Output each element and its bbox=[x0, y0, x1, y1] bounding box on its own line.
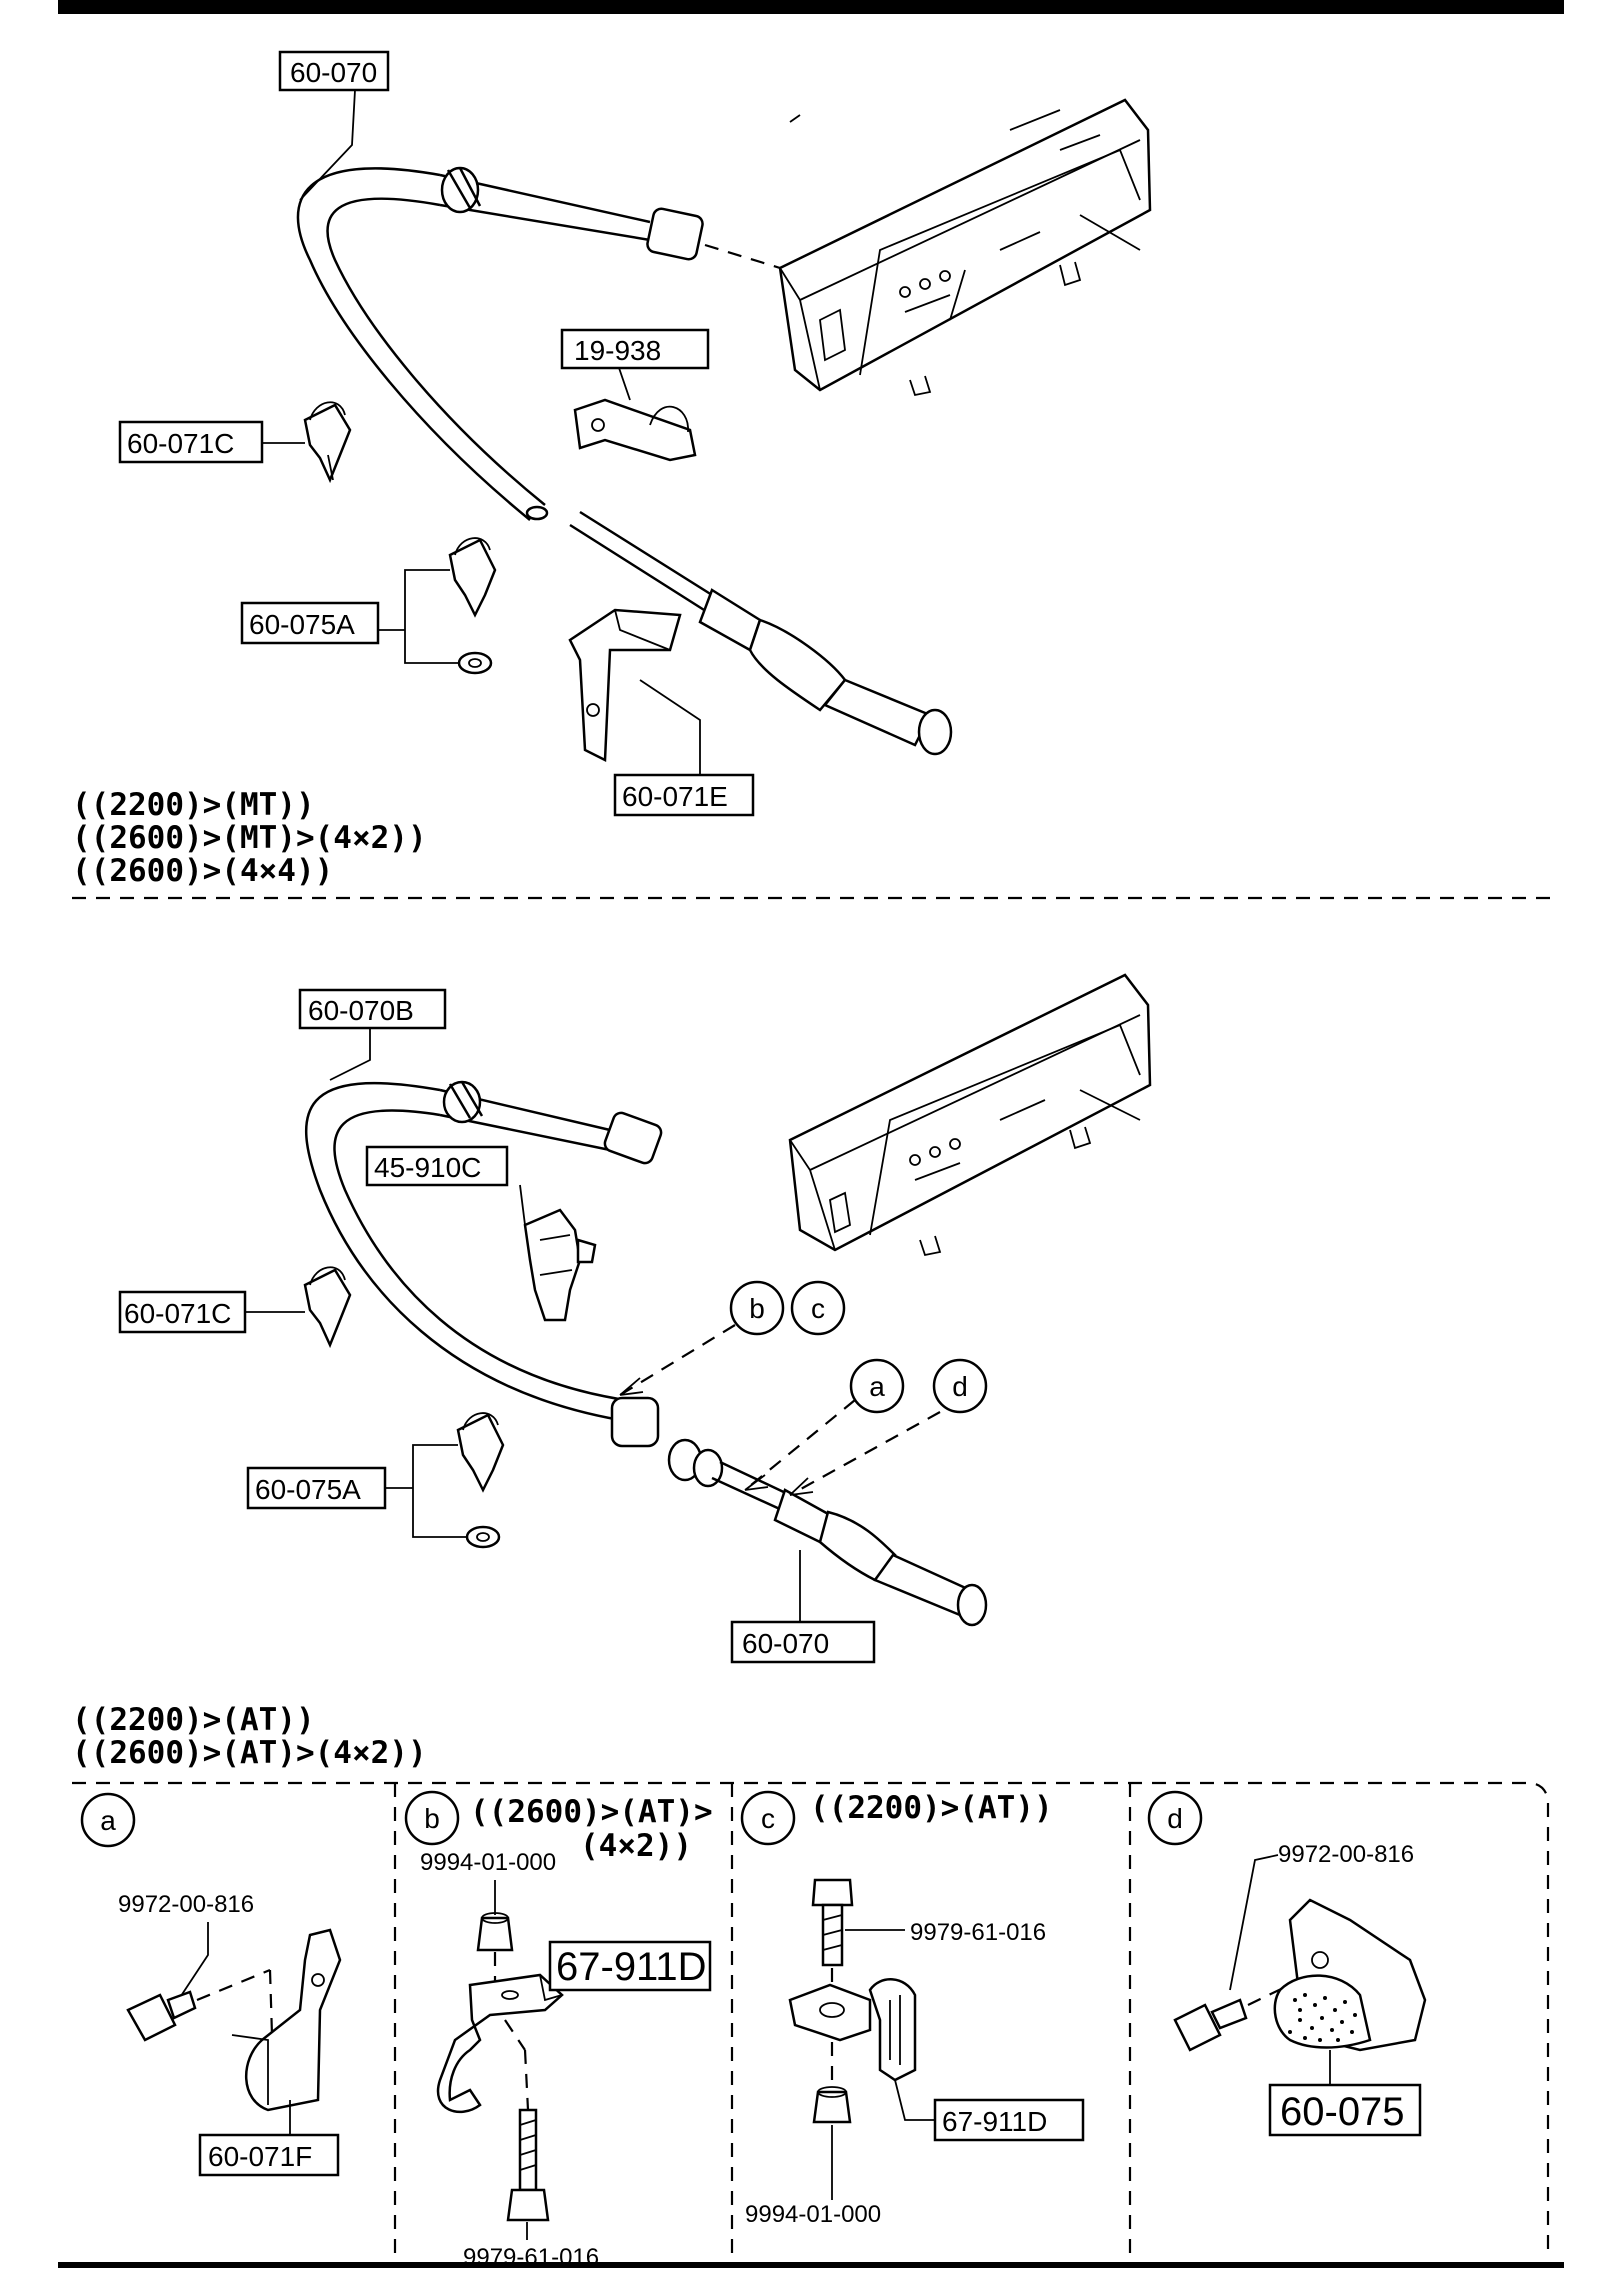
upper-section: 60-070 19-938 60-071C 60-075A 60-071E ((… bbox=[72, 50, 1152, 889]
label-a-bracket: 60-071F bbox=[208, 2141, 312, 2172]
svg-text:d: d bbox=[1167, 1803, 1183, 1834]
callout-c: c bbox=[790, 1280, 846, 1336]
clip-60-071C-lower bbox=[303, 1266, 352, 1349]
applicability-upper-3: ((2600)>(4×4)) bbox=[72, 853, 333, 889]
svg-text:60-075A: 60-075A bbox=[249, 609, 355, 640]
speedometer-cable-upper bbox=[296, 166, 953, 756]
label-lower-60-070B: 60-070B bbox=[298, 988, 447, 1030]
detail-panel-a: a 9972-00-816 60-071F bbox=[80, 1792, 342, 2177]
svg-text:60-071C: 60-071C bbox=[127, 428, 234, 459]
svg-text:60-070: 60-070 bbox=[742, 1628, 829, 1659]
label-b-condition-2: (4×2)) bbox=[580, 1828, 692, 1864]
label-upper-60-075A: 60-075A bbox=[240, 601, 380, 645]
instrument-cluster-lower bbox=[788, 973, 1152, 1257]
applicability-upper-2: ((2600)>(MT)>(4×2)) bbox=[72, 820, 427, 856]
clip-60-075A-upper bbox=[448, 537, 497, 675]
detail-panel-d: d 9972-00-816 60-075 bbox=[1147, 1790, 1427, 2137]
top-border bbox=[58, 0, 1564, 14]
svg-text:60-075A: 60-075A bbox=[255, 1474, 361, 1505]
svg-text:c: c bbox=[761, 1803, 775, 1834]
label-d-bracket: 60-075 bbox=[1280, 2090, 1405, 2134]
label-upper-60-071E: 60-071E bbox=[613, 773, 755, 817]
label-upper-60-071C: 60-071C bbox=[118, 420, 264, 464]
label-c-nut: 9994-01-000 bbox=[745, 2201, 881, 2228]
label-a-bolt: 9972-00-816 bbox=[118, 1891, 254, 1918]
callout-d: d bbox=[932, 1358, 988, 1414]
bracket-19-938 bbox=[573, 398, 697, 462]
label-c-condition: ((2200)>(AT)) bbox=[810, 1790, 1053, 1826]
label-c-bracket: 67-911D bbox=[942, 2106, 1047, 2137]
label-lower-60-075A: 60-075A bbox=[246, 1466, 387, 1510]
svg-text:60-070B: 60-070B bbox=[308, 995, 414, 1026]
label-upper-19-938: 19-938 bbox=[560, 328, 710, 370]
detail-panel-b: b ((2600)>(AT)> (4×2)) 9994-01-000 9979-… bbox=[404, 1790, 713, 2271]
label-d-bolt: 9972-00-816 bbox=[1278, 1841, 1414, 1868]
label-c-bolt: 9979-61-016 bbox=[910, 1919, 1046, 1946]
label-lower-45-910C: 45-910C bbox=[365, 1145, 509, 1187]
label-upper-60-070: 60-070 bbox=[278, 50, 390, 92]
svg-text:d: d bbox=[952, 1371, 968, 1402]
label-b-condition-1: ((2600)>(AT)> bbox=[470, 1794, 713, 1830]
callout-a: a bbox=[849, 1358, 905, 1414]
svg-text:b: b bbox=[424, 1803, 440, 1834]
applicability-upper-1: ((2200)>(MT)) bbox=[72, 787, 315, 823]
speedometer-cable-lower bbox=[304, 1080, 663, 1448]
bottom-border bbox=[58, 2262, 1564, 2268]
svg-text:60-071C: 60-071C bbox=[124, 1298, 231, 1329]
bracket-60-071E bbox=[568, 608, 682, 762]
svg-text:c: c bbox=[811, 1293, 825, 1324]
lower-section: b c a d 60-070B 45-910C 6 bbox=[72, 973, 1152, 1771]
detail-panel-c: c ((2200)>(AT)) 9979-61-016 9994-01-000 … bbox=[740, 1790, 1085, 2228]
svg-text:19-938: 19-938 bbox=[574, 335, 661, 366]
instrument-cluster-upper bbox=[778, 98, 1152, 397]
svg-text:a: a bbox=[100, 1805, 116, 1836]
svg-text:60-070: 60-070 bbox=[290, 57, 377, 88]
clip-60-071C-upper bbox=[303, 401, 352, 484]
clamp-45-910C bbox=[523, 1208, 597, 1322]
speedometer-cable-trans-end bbox=[667, 1438, 988, 1627]
detail-panels: a 9972-00-816 60-071F b ((2600)>(AT)> (4… bbox=[72, 1781, 1550, 2271]
label-lower-60-071C: 60-071C bbox=[118, 1290, 247, 1334]
svg-text:a: a bbox=[869, 1371, 885, 1402]
label-b-nut: 9994-01-000 bbox=[420, 1849, 556, 1876]
svg-text:60-071E: 60-071E bbox=[622, 781, 728, 812]
label-b-bracket: 67-911D bbox=[556, 1945, 706, 1989]
callout-b: b bbox=[729, 1280, 785, 1336]
svg-text:45-910C: 45-910C bbox=[374, 1152, 481, 1183]
applicability-lower-1: ((2200)>(AT)) bbox=[72, 1702, 315, 1738]
label-lower-60-070: 60-070 bbox=[730, 1620, 876, 1664]
applicability-lower-2: ((2600)>(AT)>(4×2)) bbox=[72, 1735, 427, 1771]
clip-60-075A-lower bbox=[456, 1412, 505, 1549]
svg-text:b: b bbox=[749, 1293, 765, 1324]
label-b-bolt: 9979-61-016 bbox=[463, 2244, 599, 2271]
